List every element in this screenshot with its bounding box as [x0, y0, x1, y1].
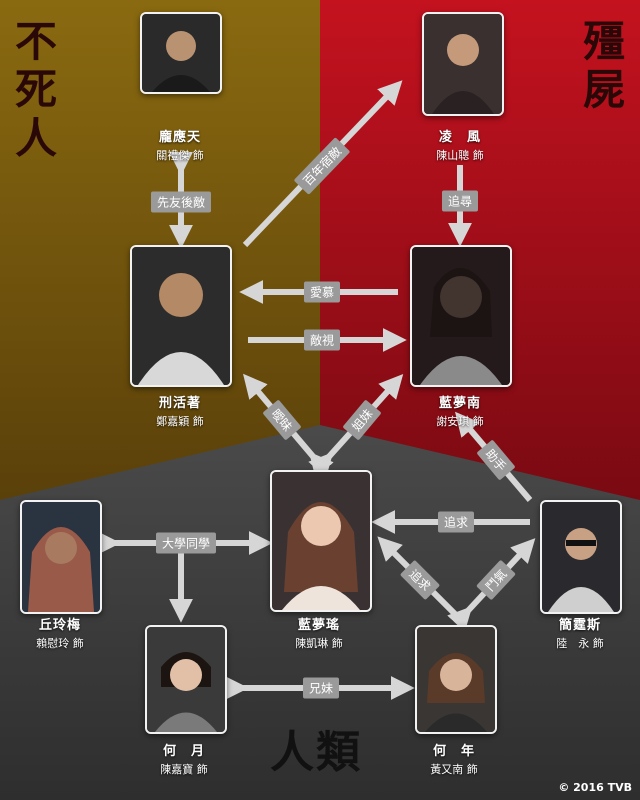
character-name-long: 龐應天	[158, 130, 201, 145]
immortal-region-title: 不死人	[14, 17, 57, 163]
actor-name-qiu: 賴慰玲 飾	[36, 637, 84, 650]
actor-name-lanmengyao: 陳凱琳 飾	[295, 637, 343, 650]
relation-label-long-xing: 先友後敵	[150, 191, 212, 213]
portrait-lanmengnan	[410, 245, 512, 387]
actor-name-jian: 陸 永 飾	[556, 637, 604, 650]
caption-lanmengnan: 藍夢南 謝安琪 飾	[400, 392, 520, 429]
portrait-lanmengyao	[270, 470, 372, 612]
character-name-jian: 簡霆斯	[558, 618, 601, 633]
character-name-lanmengyao: 藍夢瑤	[297, 618, 340, 633]
portrait-henian	[415, 625, 497, 734]
caption-ling: 凌 風 陳山聰 飾	[400, 126, 520, 163]
portrait-qiu	[20, 500, 102, 614]
character-name-heyue: 何 月	[162, 744, 205, 759]
portrait-ling	[422, 12, 504, 116]
caption-xing: 刑活著 鄭嘉穎 飾	[120, 392, 240, 429]
human-region-title: 人類	[270, 727, 362, 778]
caption-jian: 簡霆斯 陸 永 飾	[520, 614, 640, 651]
caption-lanmengyao: 藍夢瑤 陳凱琳 飾	[259, 614, 379, 651]
caption-heyue: 何 月 陳嘉寶 飾	[124, 740, 244, 777]
relation-label-heyue-henian: 兄妹	[302, 677, 340, 699]
character-name-xing: 刑活著	[158, 396, 201, 411]
actor-name-heyue: 陳嘉寶 飾	[160, 763, 208, 776]
actor-name-long: 關禮傑 飾	[156, 149, 204, 162]
actor-name-henian: 黃又南 飾	[430, 763, 478, 776]
caption-qiu: 丘玲梅 賴慰玲 飾	[0, 614, 120, 651]
relation-label-jian-lanmengyao: 追求	[437, 511, 475, 533]
relation-label-ling-lanmengnan: 追尋	[441, 190, 479, 212]
character-name-lanmengnan: 藍夢南	[438, 396, 481, 411]
actor-name-ling: 陳山聰 飾	[436, 149, 484, 162]
character-name-henian: 何 年	[432, 744, 475, 759]
portrait-long	[140, 12, 222, 94]
caption-henian: 何 年 黃又南 飾	[394, 740, 514, 777]
character-name-ling: 凌 風	[438, 130, 481, 145]
relation-label-lanmengnan-xing: 愛慕	[303, 281, 341, 303]
portrait-xing	[130, 245, 232, 387]
zombie-region-title: 殭屍	[582, 17, 625, 115]
portrait-heyue	[145, 625, 227, 734]
actor-name-lanmengnan: 謝安琪 飾	[436, 415, 484, 428]
portrait-jian	[540, 500, 622, 614]
actor-name-xing: 鄭嘉穎 飾	[156, 415, 204, 428]
copyright-notice: © 2016 TVB	[558, 781, 632, 794]
relation-label-xing-lanmengnan: 敵視	[303, 329, 341, 351]
character-name-qiu: 丘玲梅	[38, 618, 81, 633]
relation-label-qiu-lanmengyao: 大學同學	[155, 532, 217, 554]
caption-long: 龐應天 關禮傑 飾	[120, 126, 240, 163]
